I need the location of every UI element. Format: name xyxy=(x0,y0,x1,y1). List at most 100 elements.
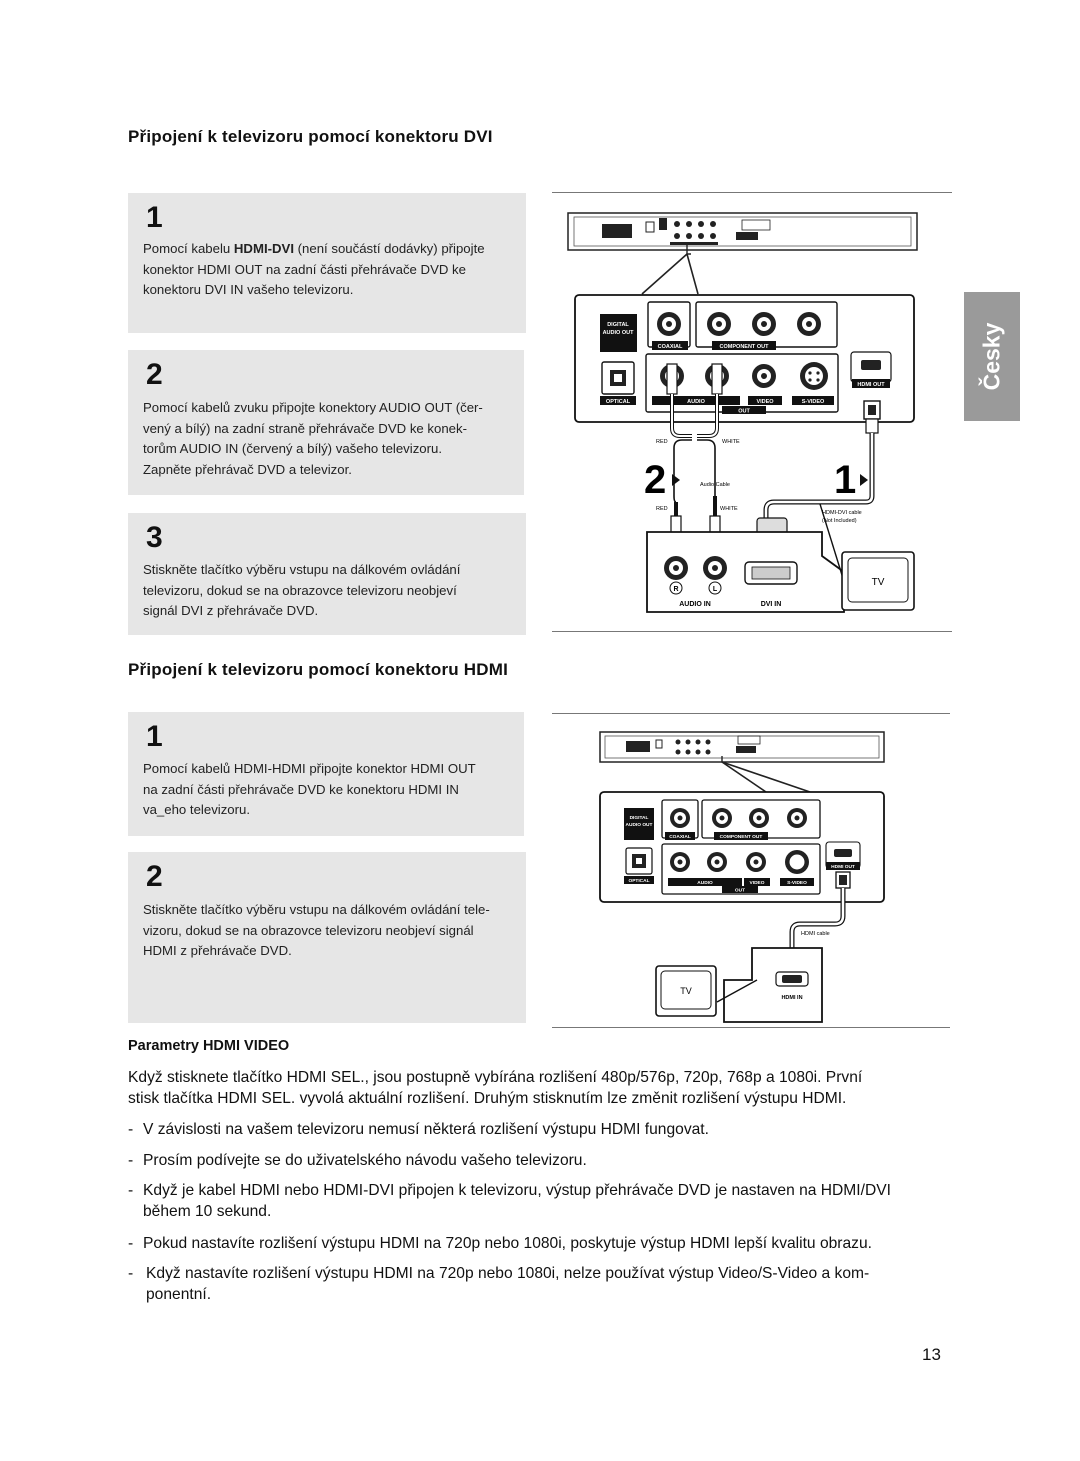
left-channel-label: L xyxy=(713,586,718,593)
step-text: Stiskněte tlačítko výběru vstupu na dálk… xyxy=(143,900,490,962)
audio-in-label: AUDIO IN xyxy=(679,601,711,608)
dvi-in-label: DVI IN xyxy=(761,601,782,608)
step-text-line: Pomocí kabelu xyxy=(143,241,234,256)
language-tab: Česky xyxy=(964,292,1020,421)
intro-line: stisk tlačítka HDMI SEL. vyvolá aktuální… xyxy=(128,1089,847,1107)
dvi-step-3: 3 Stiskněte tlačítko výběru vstupu na dá… xyxy=(128,513,526,635)
parameters-intro: Když stisknete tlačítko HDMI SEL., jsou … xyxy=(128,1068,862,1109)
step-text-line: Zapněte přehrávač DVD a televizor. xyxy=(143,461,352,477)
note-line: Když nastavíte rozlišení výstupu HDMI na… xyxy=(146,1265,870,1282)
step-number: 2 xyxy=(146,860,163,893)
red-label-top: RED xyxy=(656,439,668,445)
hdmi-out-label: HDMI OUT xyxy=(857,382,885,388)
dvi-section-heading: Připojení k televizoru pomocí konektoru … xyxy=(128,127,493,146)
hdmi-connection-diagram: DIGITAL AUDIO OUT COAXIAL COMPONENT OUT … xyxy=(599,731,885,1023)
dvd-player-rear-icon xyxy=(599,731,885,763)
dash-marker: - xyxy=(128,1121,134,1138)
dash-marker: - xyxy=(128,1265,134,1282)
step-text-bold: HDMI-DVI xyxy=(233,241,294,256)
step-text-line: konektor HDMI OUT na zadní části přehráv… xyxy=(143,261,466,277)
step-text-line: televizoru, dokud se na obrazovce televi… xyxy=(143,582,457,598)
step-text-line: vizoru, dokud se na obrazovce televizoru… xyxy=(143,922,474,938)
step-text-line: HDMI z přehrávače DVD. xyxy=(143,943,292,958)
divider xyxy=(552,192,952,193)
out-label: OUT xyxy=(738,409,750,415)
dash-marker: - xyxy=(128,1182,134,1199)
dash-marker: - xyxy=(128,1152,134,1169)
divider xyxy=(552,1027,950,1028)
dvd-rear-panel-closeup: DIGITAL AUDIO OUT COAXIAL COMPONENT OUT … xyxy=(599,791,885,903)
arrow-right-icon xyxy=(860,474,868,486)
step-marker-1: 1 xyxy=(834,458,856,502)
component-out-label: COMPONENT OUT xyxy=(720,344,770,350)
hdmi-in-label: HDMI IN xyxy=(781,995,802,1001)
coaxial-label: COAXIAL xyxy=(658,344,683,350)
step-marker-2: 2 xyxy=(644,458,666,502)
audio-label: AUDIO xyxy=(687,399,705,405)
note-text: Když je kabel HDMI nebo HDMI-DVI připoje… xyxy=(143,1181,891,1222)
step-text-line: Stiskněte tlačítko výběru vstupu na dálk… xyxy=(143,562,461,577)
note-item: - Pokud nastavíte rozlišení výstupu HDMI… xyxy=(128,1234,958,1256)
step-text-line: signál DVI z přehrávače DVD. xyxy=(143,603,319,618)
audio-out-label: AUDIO OUT xyxy=(603,330,635,336)
step-number: 1 xyxy=(146,720,163,753)
s-video-label: S-VIDEO xyxy=(787,880,807,886)
note-text: Když nastavíte rozlišení výstupu HDMI na… xyxy=(146,1264,869,1305)
white-label-top: WHITE xyxy=(722,439,740,445)
parameters-title: Parametry HDMI VIDEO xyxy=(128,1038,290,1054)
step-text: Pomocí kabelů zvuku připojte konektory A… xyxy=(143,398,483,480)
note-item: - Když je kabel HDMI nebo HDMI-DVI připo… xyxy=(128,1181,958,1225)
optical-label: OPTICAL xyxy=(606,399,631,405)
s-video-label: S-VIDEO xyxy=(802,399,825,405)
dvi-step-1: 1 Pomocí kabelu HDMI-DVI (není součástí … xyxy=(128,193,526,333)
hdmi-step-2: 2 Stiskněte tlačítko výběru vstupu na dá… xyxy=(128,852,526,1023)
audio-label: AUDIO xyxy=(697,880,713,886)
dvi-connection-diagram: DIGITAL AUDIO OUT COAXIAL COMPONENT OUT … xyxy=(567,212,918,613)
step-text-line: (není součástí dodávky) připojte xyxy=(293,241,485,256)
right-channel-label: R xyxy=(673,586,678,593)
optical-label: OPTICAL xyxy=(628,878,649,884)
note-line: ponentní. xyxy=(146,1285,212,1303)
white-label-bottom: WHITE xyxy=(720,506,738,512)
dvd-rear-panel-closeup: DIGITAL AUDIO OUT COAXIAL COMPONENT OUT … xyxy=(574,294,915,423)
audio-out-label: AUDIO OUT xyxy=(626,822,653,828)
note-line: během 10 sekund. xyxy=(143,1202,272,1220)
step-text: Pomocí kabelu HDMI-DVI (není součástí do… xyxy=(143,239,485,301)
tv-icon: TV xyxy=(655,965,717,1017)
video-label: VIDEO xyxy=(756,399,774,405)
step-number: 3 xyxy=(146,521,163,554)
note-item: - Prosím podívejte se do uživatelského n… xyxy=(128,1151,958,1173)
step-text-line: Stiskněte tlačítko výběru vstupu na dálk… xyxy=(143,902,490,917)
dvi-step-2: 2 Pomocí kabelů zvuku připojte konektory… xyxy=(128,350,524,495)
tv-rear-panel: R L AUDIO IN DVI IN xyxy=(646,531,845,613)
page-number: 13 xyxy=(922,1345,941,1364)
step-text-line: torům AUDIO IN (červený a bílý) vašeho t… xyxy=(143,441,443,456)
dvd-player-rear-icon xyxy=(567,212,918,251)
divider xyxy=(552,631,952,632)
hdmi-section-heading: Připojení k televizoru pomocí konektoru … xyxy=(128,660,509,679)
tv-icon: TV xyxy=(841,551,915,611)
step-text-line: Pomocí kabelů zvuku připojte konektory A… xyxy=(143,400,483,415)
not-included-label: (Not Included) xyxy=(822,518,857,524)
step-number: 2 xyxy=(146,358,163,391)
note-item: - V závislosti na vašem televizoru nemus… xyxy=(128,1120,958,1142)
step-text: Pomocí kabelů HDMI-HDMI připojte konekto… xyxy=(143,759,476,821)
note-text: Pokud nastavíte rozlišení výstupu HDMI n… xyxy=(143,1235,872,1252)
red-label-bottom: RED xyxy=(656,506,668,512)
step-text-line: vený a bílý) na zadní straně přehrávače … xyxy=(143,420,467,436)
language-tab-label: Česky xyxy=(978,322,1005,391)
tv-label: TV xyxy=(680,986,692,996)
hdmi-out-label: HDMI OUT xyxy=(831,864,855,870)
dash-marker: - xyxy=(128,1235,134,1252)
coaxial-label: COAXIAL xyxy=(669,834,691,840)
tv-rear-panel: HDMI IN xyxy=(723,947,823,1023)
step-text-line: konektoru DVI IN vašeho televizoru. xyxy=(143,282,354,297)
video-label: VIDEO xyxy=(750,880,765,886)
step-text-line: va_eho televizoru. xyxy=(143,802,251,817)
note-text: V závislosti na vašem televizoru nemusí … xyxy=(143,1121,709,1138)
step-text-line: Pomocí kabelů HDMI-HDMI připojte konekto… xyxy=(143,761,476,776)
hdmi-step-1: 1 Pomocí kabelů HDMI-HDMI připojte konek… xyxy=(128,712,524,836)
step-text: Stiskněte tlačítko výběru vstupu na dálk… xyxy=(143,560,460,622)
step-text-line: na zadní části přehrávače DVD ke konekto… xyxy=(143,781,459,797)
divider xyxy=(552,713,950,714)
